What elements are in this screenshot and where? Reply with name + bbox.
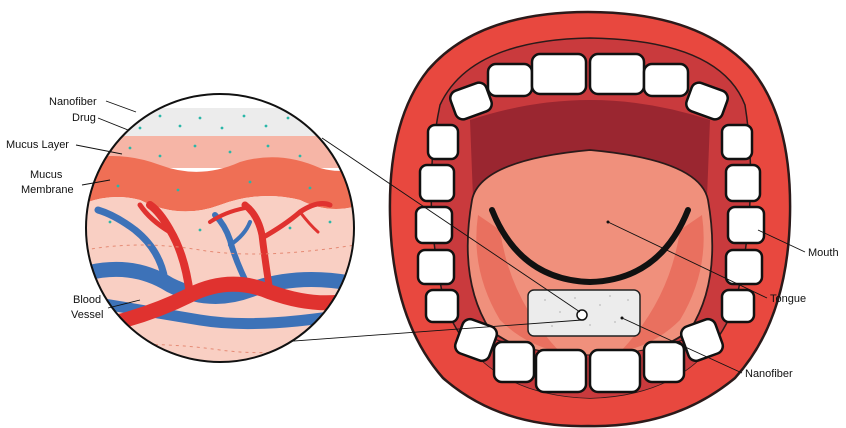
label-blood-vessel-1: Blood	[73, 294, 101, 306]
label-mucus-layer: Mucus Layer	[6, 139, 69, 151]
tissue-inset	[80, 90, 360, 370]
label-nanofiber-inset: Nanofiber	[49, 96, 97, 108]
label-mouth: Mouth	[808, 247, 839, 259]
inset-nanofiber-layer	[80, 108, 360, 136]
label-drug: Drug	[72, 112, 96, 124]
label-nanofiber-mouth: Nanofiber	[745, 368, 793, 380]
label-mucus-membrane-2: Membrane	[21, 184, 74, 196]
label-tongue: Tongue	[770, 293, 806, 305]
label-mucus-membrane-1: Mucus	[30, 169, 63, 181]
mouth-illustration	[390, 12, 790, 426]
label-blood-vessel-2: Vessel	[71, 309, 103, 321]
